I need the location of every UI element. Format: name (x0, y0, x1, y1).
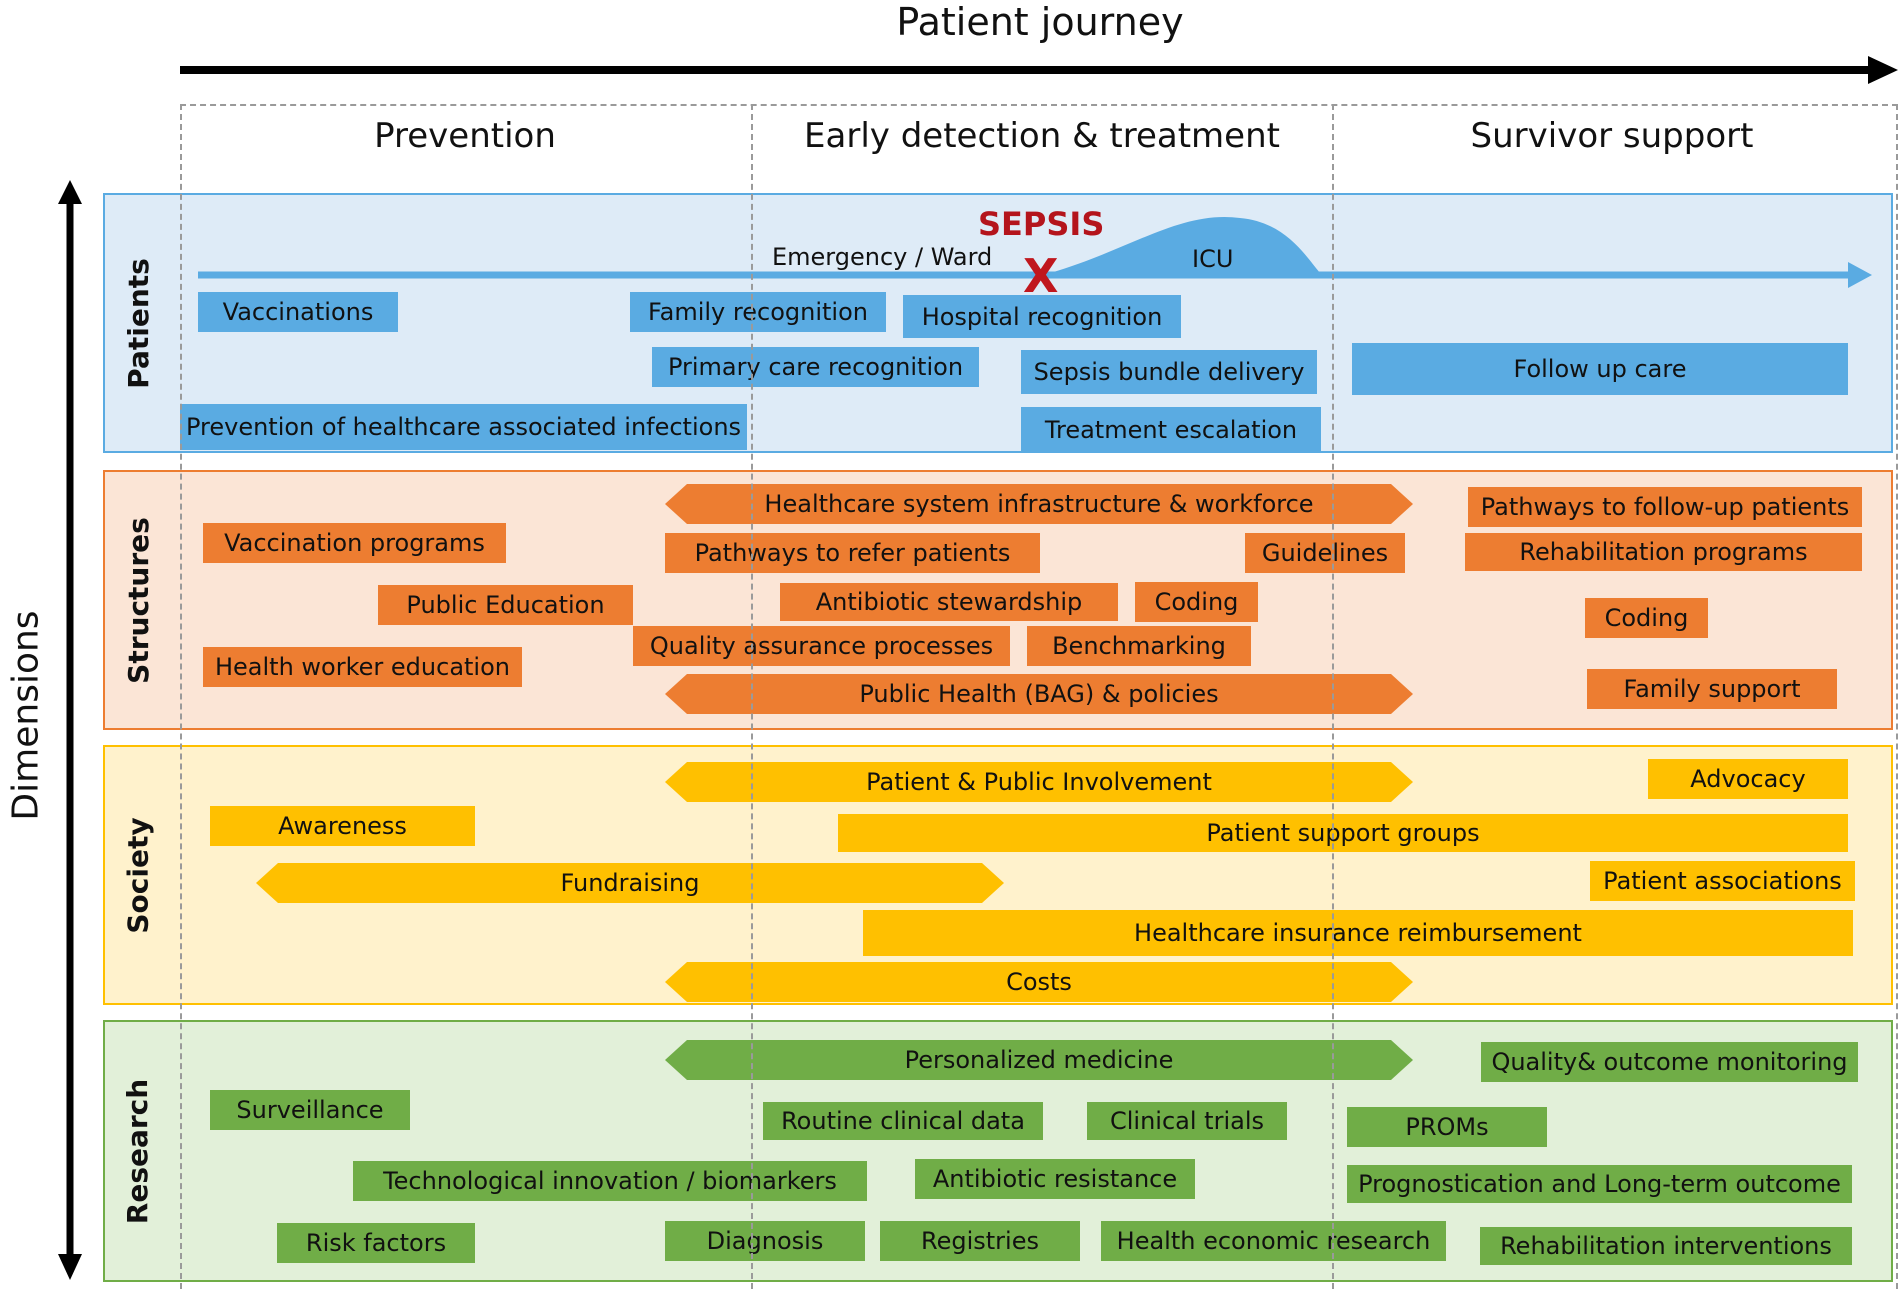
healthcare-infrastructure-arrow: Healthcare system infrastructure & workf… (665, 484, 1413, 524)
quality-assurance-box: Quality assurance processes (633, 626, 1010, 666)
antibiotic-stewardship-box: Antibiotic stewardship (780, 583, 1118, 621)
phase-divider-2 (1332, 104, 1334, 1289)
prevention-hai-box: Prevention of healthcare associated infe… (180, 404, 747, 450)
follow-up-care-box: Follow up care (1352, 343, 1848, 395)
diagram-title: Patient journey (896, 0, 1184, 44)
proms-box: PROMs (1347, 1107, 1547, 1147)
risk-factors-box: Risk factors (277, 1223, 475, 1263)
hospital-recognition-box: Hospital recognition (903, 295, 1181, 338)
pathways-refer-box: Pathways to refer patients (665, 533, 1040, 573)
diagnosis-box: Diagnosis (665, 1221, 865, 1261)
phase-grid-top (180, 104, 1898, 106)
sepsis-label: SEPSIS (978, 205, 1105, 243)
sepsis-bundle-delivery-box: Sepsis bundle delivery (1021, 350, 1317, 394)
vaccinations-box: Vaccinations (198, 292, 398, 332)
guidelines-box: Guidelines (1245, 533, 1405, 573)
health-worker-education-box: Health worker education (203, 647, 522, 687)
dimensions-arrow-bottom (58, 1254, 82, 1280)
quality-outcome-monitoring-box: Quality& outcome monitoring (1481, 1042, 1858, 1082)
phase-prevention: Prevention (374, 116, 556, 156)
phase-early-detection: Early detection & treatment (804, 116, 1280, 156)
family-recognition-box: Family recognition (630, 292, 886, 332)
tech-innovation-box: Technological innovation / biomarkers (353, 1161, 867, 1201)
costs-arrow: Costs (665, 962, 1413, 1002)
rehabilitation-interventions-box: Rehabilitation interventions (1480, 1227, 1852, 1265)
journey-arrow-head (1868, 56, 1898, 84)
icu-curve (1050, 216, 1320, 273)
clinical-trials-box: Clinical trials (1087, 1102, 1287, 1140)
prognostication-box: Prognostication and Long-term outcome (1347, 1165, 1852, 1203)
registries-box: Registries (880, 1221, 1080, 1261)
treatment-escalation-box: Treatment escalation (1021, 407, 1321, 452)
routine-clinical-data-box: Routine clinical data (763, 1102, 1043, 1140)
health-economic-research-box: Health economic research (1101, 1221, 1446, 1261)
pathways-follow-up-box: Pathways to follow-up patients (1468, 487, 1862, 527)
phase-survivor-support: Survivor support (1470, 116, 1754, 156)
patient-support-groups-box: Patient support groups (838, 814, 1848, 852)
personalized-medicine-arrow: Personalized medicine (665, 1040, 1413, 1080)
primary-care-recognition-box: Primary care recognition (652, 347, 979, 387)
icu-label: ICU (1192, 245, 1234, 273)
dimensions-arrow-top (58, 180, 82, 204)
patient-public-involvement-arrow: Patient & Public Involvement (665, 762, 1413, 802)
insurance-reimbursement-box: Healthcare insurance reimbursement (863, 910, 1853, 956)
phase-divider-1 (751, 104, 753, 1289)
surveillance-box: Surveillance (210, 1090, 410, 1130)
family-support-box: Family support (1587, 669, 1837, 709)
public-health-arrow: Public Health (BAG) & policies (665, 674, 1413, 714)
emergency-ward-label: Emergency / Ward (772, 243, 993, 271)
coding-structures-mid-box: Coding (1135, 582, 1258, 622)
coding-structures-right-box: Coding (1585, 598, 1708, 638)
advocacy-box: Advocacy (1648, 759, 1848, 799)
timeline-arrow-head (1848, 262, 1872, 288)
rehabilitation-programs-box: Rehabilitation programs (1465, 533, 1862, 571)
phase-divider-right (1896, 104, 1898, 1289)
awareness-box: Awareness (210, 806, 475, 846)
antibiotic-resistance-box: Antibiotic resistance (915, 1159, 1195, 1199)
fundraising-arrow: Fundraising (256, 863, 1004, 903)
phase-divider-left (180, 104, 182, 1289)
patient-associations-box: Patient associations (1590, 861, 1855, 901)
public-education-box: Public Education (378, 585, 633, 625)
benchmarking-box: Benchmarking (1027, 626, 1251, 666)
sepsis-x-marker: X (1023, 249, 1059, 303)
vaccination-programs-box: Vaccination programs (203, 523, 506, 563)
